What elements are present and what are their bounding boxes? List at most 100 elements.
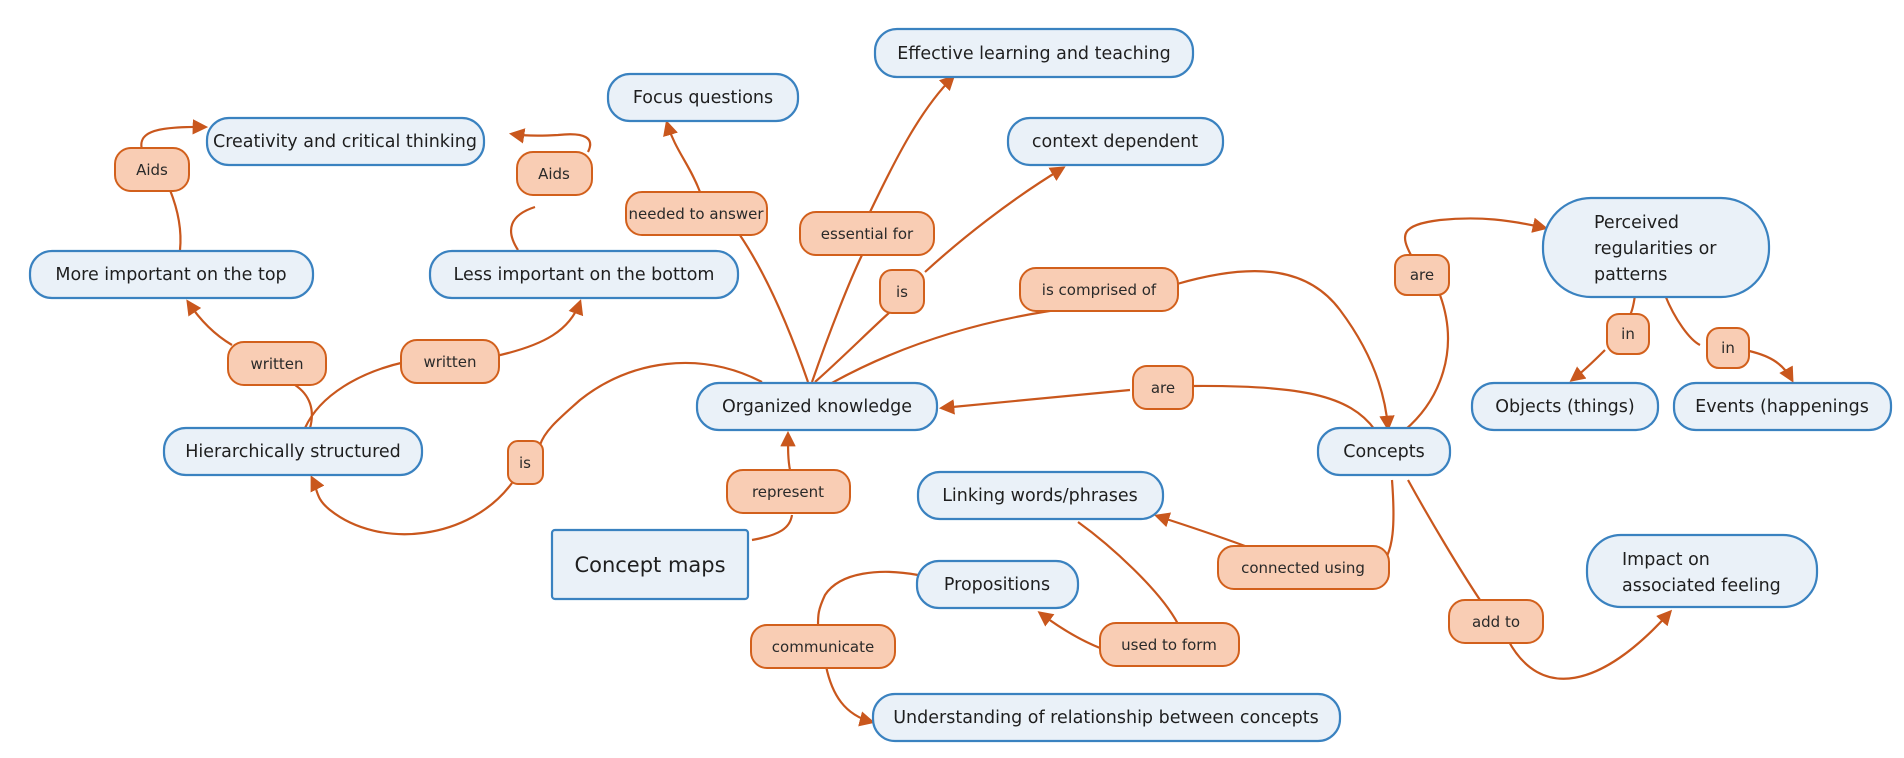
link-used-to-form[interactable]: used to form: [1099, 622, 1240, 667]
link-communicate[interactable]: communicate: [750, 624, 896, 669]
svg-text:Aids: Aids: [136, 161, 168, 179]
svg-text:written: written: [250, 355, 303, 373]
svg-text:essential for: essential for: [821, 225, 914, 243]
node-perceived-regularities[interactable]: Perceived regularities or patterns: [1541, 196, 1771, 299]
link-written-right[interactable]: written: [400, 339, 500, 384]
node-propositions[interactable]: Propositions: [915, 559, 1080, 610]
node-organized-knowledge[interactable]: Organized knowledge: [695, 381, 939, 432]
edge-maps-represent: [751, 514, 794, 542]
svg-text:associated feeling: associated feeling: [1622, 576, 1781, 596]
svg-text:add to: add to: [1472, 613, 1520, 631]
edge-less-aids: [509, 205, 536, 251]
svg-text:in: in: [1721, 339, 1735, 357]
edge-is-hierarchical: [310, 475, 513, 536]
svg-text:Aids: Aids: [538, 165, 570, 183]
link-represent[interactable]: represent: [726, 469, 851, 514]
link-is-comprised-of[interactable]: is comprised of: [1019, 267, 1179, 312]
link-needed-to-answer[interactable]: needed to answer: [625, 191, 768, 236]
node-hierarchically-structured[interactable]: Hierarchically structured: [162, 426, 424, 477]
node-focus-questions[interactable]: Focus questions: [606, 72, 800, 123]
link-essential-for[interactable]: essential for: [799, 211, 935, 256]
edge-perceived-in-right: [1663, 294, 1701, 346]
svg-text:written: written: [423, 353, 476, 371]
edge-written-less: [495, 299, 584, 358]
svg-text:is: is: [519, 454, 531, 472]
node-events[interactable]: Events (happenings: [1672, 381, 1893, 432]
node-creativity[interactable]: Creativity and critical thinking: [205, 116, 486, 167]
svg-text:Concepts: Concepts: [1343, 442, 1425, 462]
svg-text:Concept maps: Concept maps: [574, 553, 725, 577]
svg-text:patterns: patterns: [1594, 265, 1667, 285]
link-in-objects[interactable]: in: [1606, 313, 1650, 355]
edge-hier-written-left: [294, 384, 313, 429]
node-linking-words[interactable]: Linking words/phrases: [916, 470, 1165, 521]
edge-concepts-are: [1190, 384, 1376, 431]
edge-essential-effective: [869, 74, 956, 213]
edge-comprised-concepts: [1176, 270, 1395, 432]
svg-text:is comprised of: is comprised of: [1042, 281, 1157, 299]
node-objects[interactable]: Objects (things): [1470, 381, 1660, 432]
svg-text:used to form: used to form: [1121, 636, 1217, 654]
edge-in-objects: [1569, 349, 1606, 382]
edge-prop-communicate: [816, 570, 919, 627]
edge-concepts-are-perceived: [1404, 294, 1449, 431]
svg-text:Focus questions: Focus questions: [633, 88, 773, 108]
svg-text:Perceived: Perceived: [1594, 213, 1679, 233]
svg-text:context dependent: context dependent: [1032, 132, 1198, 152]
edge-hier-written-right: [303, 360, 406, 429]
edge-linking-used: [1077, 521, 1179, 625]
edge-concepts-addto: [1407, 479, 1481, 601]
edge-aids-creativity-right: [508, 128, 592, 153]
link-is-context[interactable]: is: [879, 269, 925, 314]
edge-are-organized: [938, 388, 1131, 415]
link-are-organized[interactable]: are: [1132, 365, 1194, 410]
svg-text:is: is: [896, 283, 908, 301]
edge-communicate-understanding: [824, 665, 875, 727]
edge-addto-impact: [1507, 609, 1673, 680]
edge-organized-comprised: [829, 306, 1071, 385]
svg-text:Objects (things): Objects (things): [1495, 397, 1634, 417]
node-more-important[interactable]: More important on the top: [28, 249, 315, 300]
node-context-dependent[interactable]: context dependent: [1006, 116, 1225, 167]
edge-written-more: [186, 299, 233, 346]
svg-text:Propositions: Propositions: [944, 575, 1050, 595]
svg-text:in: in: [1621, 325, 1635, 343]
edge-organized-essential: [810, 254, 863, 383]
svg-text:Hierarchically structured: Hierarchically structured: [185, 442, 401, 462]
svg-text:More important on the top: More important on the top: [55, 265, 286, 285]
edge-organized-is-hier: [538, 361, 763, 446]
link-labels: Aids Aids needed to answer essential for…: [114, 147, 1750, 669]
node-concepts[interactable]: Concepts: [1316, 426, 1452, 477]
svg-text:Linking words/phrases: Linking words/phrases: [942, 486, 1138, 506]
link-in-events[interactable]: in: [1706, 327, 1750, 369]
node-concept-maps[interactable]: Concept maps: [550, 528, 750, 601]
edge-organized-is: [814, 311, 891, 383]
svg-text:Creativity and critical thinki: Creativity and critical thinking: [213, 132, 477, 152]
node-understanding[interactable]: Understanding of relationship between co…: [871, 692, 1342, 743]
node-impact[interactable]: Impact on associated feeling: [1585, 533, 1819, 609]
link-is-hier[interactable]: is: [507, 440, 544, 485]
link-aids-right[interactable]: Aids: [516, 151, 593, 196]
node-effective-learning[interactable]: Effective learning and teaching: [873, 27, 1195, 79]
svg-text:communicate: communicate: [772, 638, 874, 656]
svg-text:are: are: [1151, 379, 1175, 397]
link-add-to[interactable]: add to: [1448, 599, 1544, 644]
link-written-left[interactable]: written: [227, 341, 327, 386]
svg-text:needed to answer: needed to answer: [628, 205, 764, 223]
edge-aids-creativity: [140, 119, 209, 151]
edge-more-aids: [168, 189, 182, 251]
edge-organized-needed: [734, 227, 810, 383]
edge-are-perceived: [1403, 217, 1549, 258]
link-aids-left[interactable]: Aids: [114, 147, 190, 192]
svg-text:are: are: [1410, 266, 1434, 284]
link-are-perceived[interactable]: are: [1394, 254, 1450, 296]
svg-text:Impact on: Impact on: [1622, 550, 1710, 570]
svg-text:connected using: connected using: [1241, 559, 1365, 577]
svg-text:Less important on the bottom: Less important on the bottom: [454, 265, 715, 285]
svg-text:Effective learning and teachin: Effective learning and teaching: [897, 44, 1170, 64]
link-connected-using[interactable]: connected using: [1217, 545, 1390, 590]
edges: [140, 74, 1794, 727]
node-less-important[interactable]: Less important on the bottom: [428, 249, 740, 300]
edge-in-events: [1744, 348, 1794, 383]
